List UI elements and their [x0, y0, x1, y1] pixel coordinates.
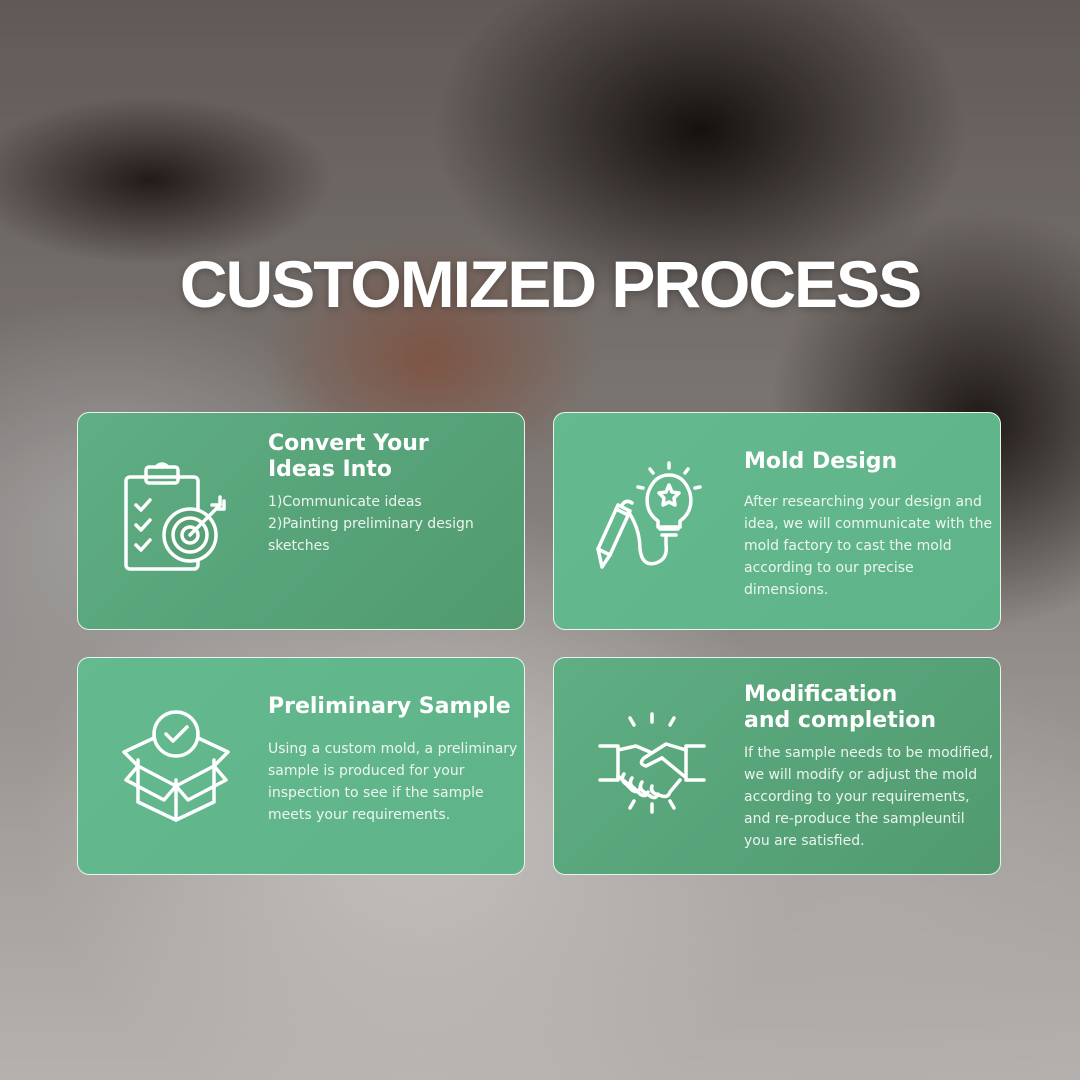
card-heading: Preliminary Sample: [268, 694, 511, 719]
card-body: Using a custom mold, a preliminary sampl…: [268, 741, 518, 823]
card-heading: Modification and completion: [744, 682, 937, 733]
pencil-lightbulb-icon: [592, 459, 712, 579]
card-heading: Mold Design: [744, 449, 898, 474]
card-heading: Convert Your Ideas Into: [268, 431, 429, 482]
card-body: After researching your design and idea, …: [744, 494, 993, 598]
card-body: If the sample needs to be modified, we w…: [744, 745, 994, 849]
step-card-modification-completion: Modification and completion If the sampl…: [553, 657, 1001, 875]
clipboard-target-icon: [116, 459, 236, 579]
page-title: CUSTOMIZED PROCESS: [179, 247, 922, 321]
box-checkmark-icon: [116, 704, 236, 824]
card-body: 1)Communicate ideas 2)Painting prelimina…: [268, 494, 474, 554]
step-card-preliminary-sample: Preliminary Sample Using a custom mold, …: [77, 657, 525, 875]
handshake-icon: [592, 704, 712, 824]
step-card-mold-design: Mold Design After researching your desig…: [553, 412, 1001, 630]
step-card-convert-ideas: Convert Your Ideas Into 1)Communicate id…: [77, 412, 525, 630]
